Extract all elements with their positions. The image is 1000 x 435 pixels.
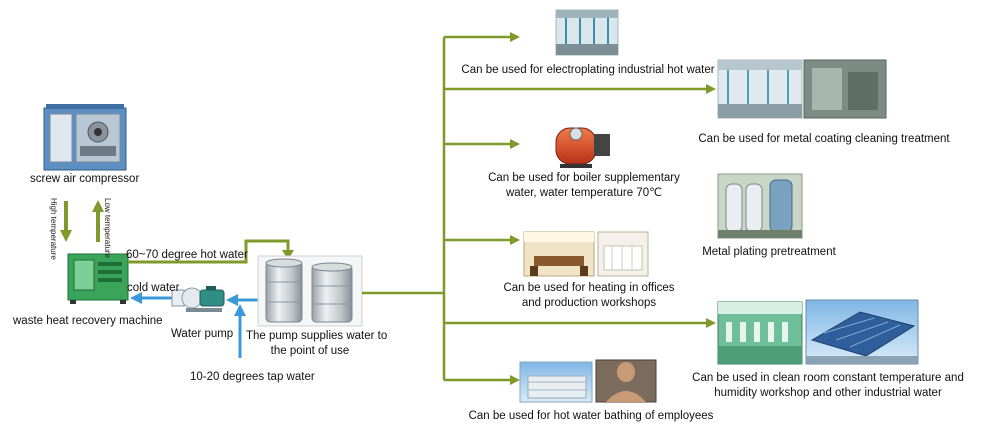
water-tank-icon (257, 255, 363, 327)
boiler-photo-icon (555, 127, 610, 168)
use-label-metal-plating: Metal plating pretreatment (702, 246, 836, 258)
use-label-clean-room-line1: Can be used in clean room constant tempe… (692, 372, 964, 384)
use-label-heating: Can be used for heating in offices and p… (496, 281, 682, 311)
tap-water-label: 10-20 degrees tap water (190, 371, 315, 383)
recovery-machine-label: waste heat recovery machine (13, 315, 163, 327)
use-label-electroplating: Can be used for electroplating industria… (461, 64, 715, 76)
use-label-boiler-line2: water, water temperature 70℃ (505, 187, 663, 199)
high-temp-arrow-icon (60, 201, 72, 242)
tank-to-pump-pipe-icon (226, 294, 258, 306)
use-label-metal-coating: Can be used for metal coating cleaning t… (698, 133, 950, 145)
use-label-heating-line1: Can be used for heating in offices (503, 282, 675, 294)
low-temp-label: Low temperature (103, 198, 112, 259)
hot-water-label: 60~70 degree hot water (126, 249, 248, 261)
cold-water-arrow-icon (130, 292, 176, 304)
high-temp-label: High temperature (49, 198, 58, 260)
use-label-heating-line2: and production workshops (521, 297, 657, 309)
tank-label-line2: the point of use (270, 345, 350, 357)
office-interior-photo-icon (523, 231, 649, 277)
heat-recovery-machine-icon (67, 253, 129, 304)
coating-line-photo-icon (717, 59, 887, 119)
plating-tanks-photo-icon (717, 173, 803, 239)
water-pump-icon (171, 286, 225, 312)
tap-water-arrow-icon (234, 304, 246, 358)
use-label-clean-room: Can be used in clean room constant tempe… (680, 371, 976, 401)
shower-photo-icon (519, 359, 657, 403)
clean-room-photo-icon (717, 299, 919, 365)
water-pump-label: Water pump (171, 328, 234, 340)
low-temp-arrow-icon (92, 200, 104, 242)
cold-water-label: cold water (127, 282, 180, 294)
air-compressor-icon (43, 104, 127, 171)
tank-label: The pump supplies water to the point of … (246, 329, 388, 359)
use-label-boiler: Can be used for boiler supplementary wat… (486, 171, 682, 201)
compressor-label: screw air compressor (30, 173, 140, 185)
use-label-bathing: Can be used for hot water bathing of emp… (468, 410, 714, 422)
distribution-pipes-icon (362, 32, 716, 385)
electroplating-line-photo-icon (555, 9, 619, 56)
tank-label-line1: The pump supplies water to (246, 330, 388, 342)
use-label-boiler-line1: Can be used for boiler supplementary (488, 172, 680, 184)
use-label-clean-room-line2: humidity workshop and other industrial w… (714, 387, 942, 399)
hot-water-pipe-icon (128, 239, 294, 264)
